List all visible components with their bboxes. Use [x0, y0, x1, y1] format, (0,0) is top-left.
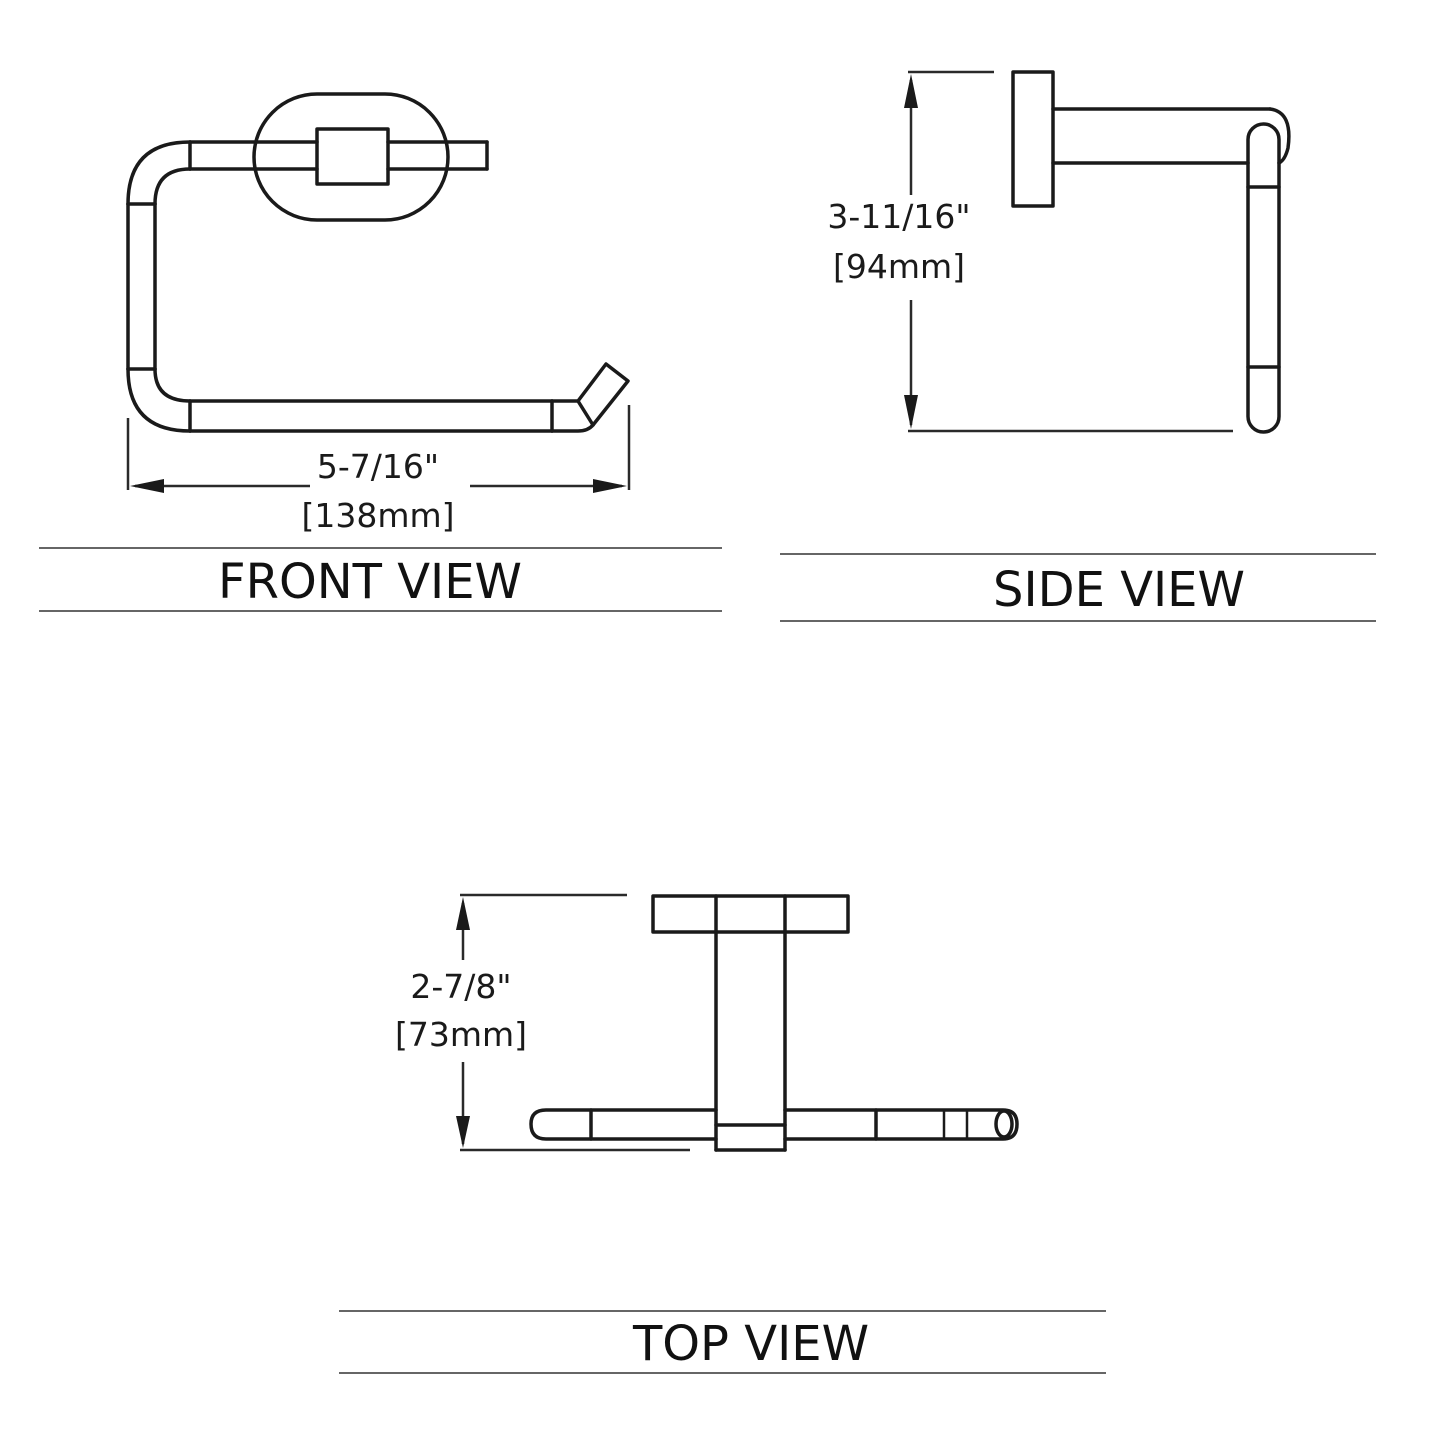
side-dim-arrow-bottom [904, 395, 918, 429]
front-dimension-metric: [138mm] [301, 496, 454, 535]
front-bottom-bend [126, 367, 192, 433]
front-bottom-bend-inner [153, 367, 192, 403]
top-dimension-metric: [73mm] [395, 1015, 527, 1054]
top-wall-plate [651, 894, 850, 934]
side-view-label: SIDE VIEW [993, 562, 1245, 618]
top-view-label: TOP VIEW [632, 1316, 869, 1372]
front-dim-arrow-right [593, 479, 627, 493]
side-view: 3-11/16" [94mm] SIDE VIEW [780, 70, 1376, 622]
front-view-label: FRONT VIEW [218, 554, 522, 610]
side-hanging-bar [1246, 122, 1281, 434]
top-dimension-imperial: 2-7/8" [410, 967, 511, 1006]
top-bar-right [783, 1108, 1019, 1141]
front-tip [550, 362, 630, 433]
front-wall-plate [252, 92, 450, 222]
top-dim-arrow-top [456, 897, 470, 930]
side-wall-plate [1011, 70, 1055, 208]
top-bar-left [529, 1108, 718, 1141]
front-mount-block [315, 127, 390, 186]
front-tip-joint [576, 399, 595, 427]
side-dimension-imperial: 3-11/16" [827, 197, 970, 236]
side-dimension-metric: [94mm] [833, 247, 965, 286]
front-dim-arrow-left [130, 479, 164, 493]
top-dim-arrow-bottom [456, 1116, 470, 1148]
top-bar-end-cap [994, 1109, 1014, 1139]
front-top-bend-inner [153, 167, 192, 206]
side-arm-bend [1268, 107, 1291, 165]
front-dimension-imperial: 5-7/16" [317, 447, 439, 486]
top-view: 2-7/8" [73mm] TOP VIEW [339, 893, 1106, 1374]
front-view: 5-7/16" [138mm] FRONT VIEW [39, 92, 722, 612]
front-top-bend [126, 140, 192, 206]
side-dim-arrow-top [904, 74, 918, 108]
